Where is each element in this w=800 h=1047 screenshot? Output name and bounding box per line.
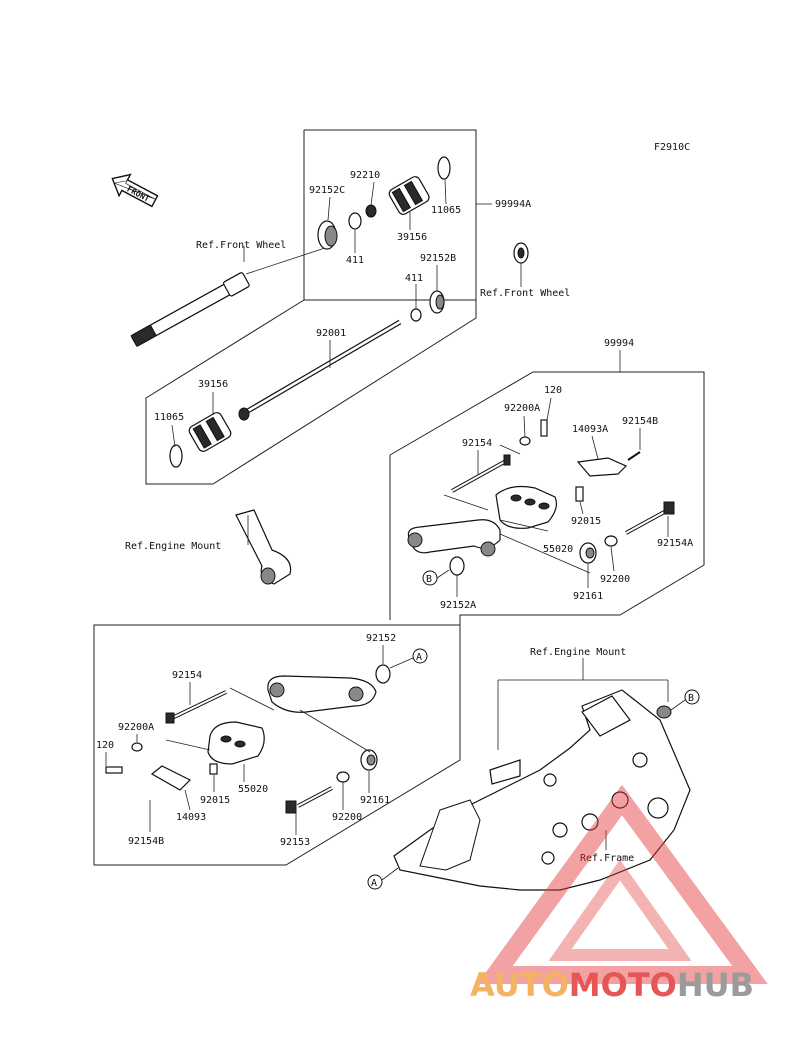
engine-mount-left: Ref.Engine Mount [125,509,292,585]
diagram-code: F2910C [654,142,690,153]
brand-moto: MOTO [569,966,677,1004]
bracket-assembly-left: A 92152 92154 92200A 120 55020 92015 140… [96,633,428,848]
label-92154b-right: 92154B [622,416,658,427]
front-wheel-axle: Ref.Front Wheel [130,240,335,347]
ref-engine-mount-right: Ref.Engine Mount [530,647,626,658]
label-39156-top: 39156 [397,232,427,243]
marker-b-low-label: B [688,693,694,704]
bolt-92001: 92152B 411 92001 [244,253,456,415]
label-411-top: 411 [346,255,364,266]
marker-a-low-label: A [371,878,377,889]
label-92154-right: 92154 [462,438,492,449]
ref-engine-mount-left: Ref.Engine Mount [125,541,221,552]
marker-a-mid [412,648,428,664]
kit-frame-99994a: 99994A [145,129,531,485]
label-92152-left: 92152 [366,633,396,644]
label-92152c: 92152C [309,185,345,196]
label-92161-right: 92161 [573,591,603,602]
label-92200-right: 92200 [600,574,630,585]
slider-group-lower: 39156 11065 [154,379,250,468]
label-39156-low: 39156 [198,379,228,390]
brand-hub: HUB [677,966,754,1004]
label-92001: 92001 [316,328,346,339]
label-92152b: 92152B [420,253,456,264]
label-92154-left: 92154 [172,670,202,681]
marker-b-low [684,689,700,705]
label-92200-left: 92200 [332,812,362,823]
label-14093a: 14093A [572,424,608,435]
ref-front-wheel-left: Ref.Front Wheel [196,240,286,251]
brand-watermark: AUTOMOTOHUB [470,784,768,1004]
label-92200a-right: 92200A [504,403,540,414]
label-55020-left: 55020 [238,784,268,795]
brand-auto: AUTO [470,966,569,1004]
label-92015-right: 92015 [571,516,601,527]
kit-frame-99994: 99994 [93,338,705,866]
ref-frame: Ref.Frame [580,853,634,864]
label-120-left: 120 [96,740,114,751]
front-arrow-icon: FRONT [111,173,159,208]
label-14093: 14093 [176,812,206,823]
label-92153: 92153 [280,837,310,848]
label-11065-low: 11065 [154,412,184,423]
frame-assembly: Ref.Engine Mount B Ref.Frame A [367,647,700,891]
front-wheel-spacer-right: Ref.Front Wheel [480,242,570,299]
bracket-assembly-right: 120 92200A 14093A 92154B 92154 92015 550… [407,385,693,611]
label-55020-right: 55020 [543,544,573,555]
label-92210: 92210 [350,170,380,181]
label-11065-top: 11065 [431,205,461,216]
label-92161-left: 92161 [360,795,390,806]
ref-front-wheel-right: Ref.Front Wheel [480,288,570,299]
label-120-right: 120 [544,385,562,396]
label-411-mid: 411 [405,273,423,284]
label-92200a-left: 92200A [118,722,154,733]
marker-a-mid-label: A [416,652,422,663]
marker-b-top-label: B [426,574,432,585]
marker-a-low [367,874,383,890]
svg-text:AUTOMOTOHUB: AUTOMOTOHUB [470,966,754,1004]
label-92152a: 92152A [440,600,476,611]
slider-group-top: 92210 92152C 11065 39156 411 [309,156,461,266]
label-99994: 99994 [604,338,634,349]
label-99994a: 99994A [495,199,531,210]
label-92015-left: 92015 [200,795,230,806]
label-92154a: 92154A [657,538,693,549]
label-92154b-left: 92154B [128,836,164,847]
